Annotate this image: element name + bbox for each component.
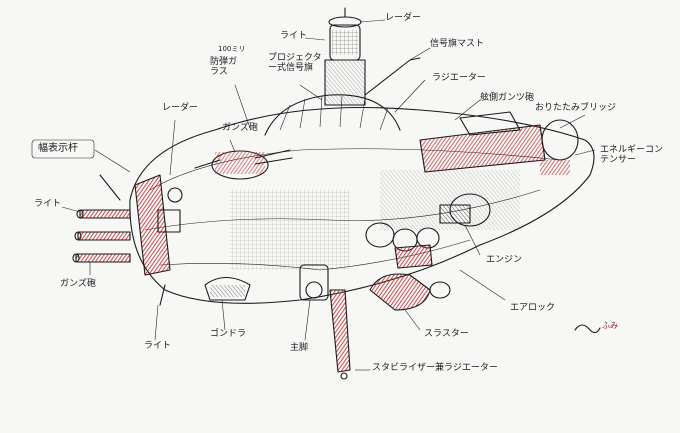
signature-mark bbox=[574, 324, 601, 334]
label-radar-left: レーダー bbox=[162, 103, 199, 113]
main-leg bbox=[204, 264, 329, 301]
front-gun-pods bbox=[72, 174, 131, 263]
width-indicator-box bbox=[31, 139, 95, 159]
label-light-top: ライト bbox=[280, 31, 308, 41]
leader-lines bbox=[61, 19, 596, 371]
label-glass-note: 100ミリ bbox=[218, 45, 246, 53]
stabilizer-fin bbox=[329, 289, 351, 380]
label-gun-pod-left: ガンズ砲 bbox=[60, 279, 96, 289]
label-projector-flag: プロジェクター式信号旗 bbox=[268, 53, 322, 73]
label-signal-mast: 信号旗マスト bbox=[430, 39, 485, 49]
label-folding-bridge: おりたたみブリッジ bbox=[535, 103, 617, 113]
label-radiator-top: ラジエーター bbox=[432, 73, 486, 83]
label-energy-container: エネルギーコンテンサー bbox=[600, 145, 664, 165]
mast-tower bbox=[324, 7, 421, 106]
artist-signature: ふみ bbox=[602, 321, 618, 330]
energy-cylinders bbox=[419, 111, 579, 175]
gun-turret bbox=[194, 149, 293, 180]
label-radar-top: レーダー bbox=[385, 13, 422, 23]
label-gun-pod-top: ガンズ砲 bbox=[222, 123, 258, 133]
label-stabilizer-radiator: スタビライザー兼ラジエーター bbox=[372, 363, 498, 373]
label-gondola: ゴンドラ bbox=[210, 329, 247, 339]
label-engine: エンジン bbox=[486, 255, 523, 265]
engine-block bbox=[365, 193, 491, 252]
label-width-indicator: 幅表示杆 bbox=[38, 143, 78, 154]
label-thruster: スラスター bbox=[424, 329, 469, 339]
thruster-pod bbox=[369, 244, 451, 311]
lower-antenna bbox=[159, 284, 166, 306]
label-main-leg: 主脚 bbox=[290, 343, 309, 353]
label-bulletproof-glass: 防弾ガラス bbox=[210, 57, 238, 77]
label-rangefinder-gun: 舷側ガンツ砲 bbox=[480, 93, 535, 103]
label-light-bottom: ライト bbox=[144, 341, 172, 351]
label-airlock: エアロック bbox=[510, 303, 556, 313]
label-light-left: ライト bbox=[34, 199, 62, 209]
bow-section bbox=[134, 174, 183, 276]
